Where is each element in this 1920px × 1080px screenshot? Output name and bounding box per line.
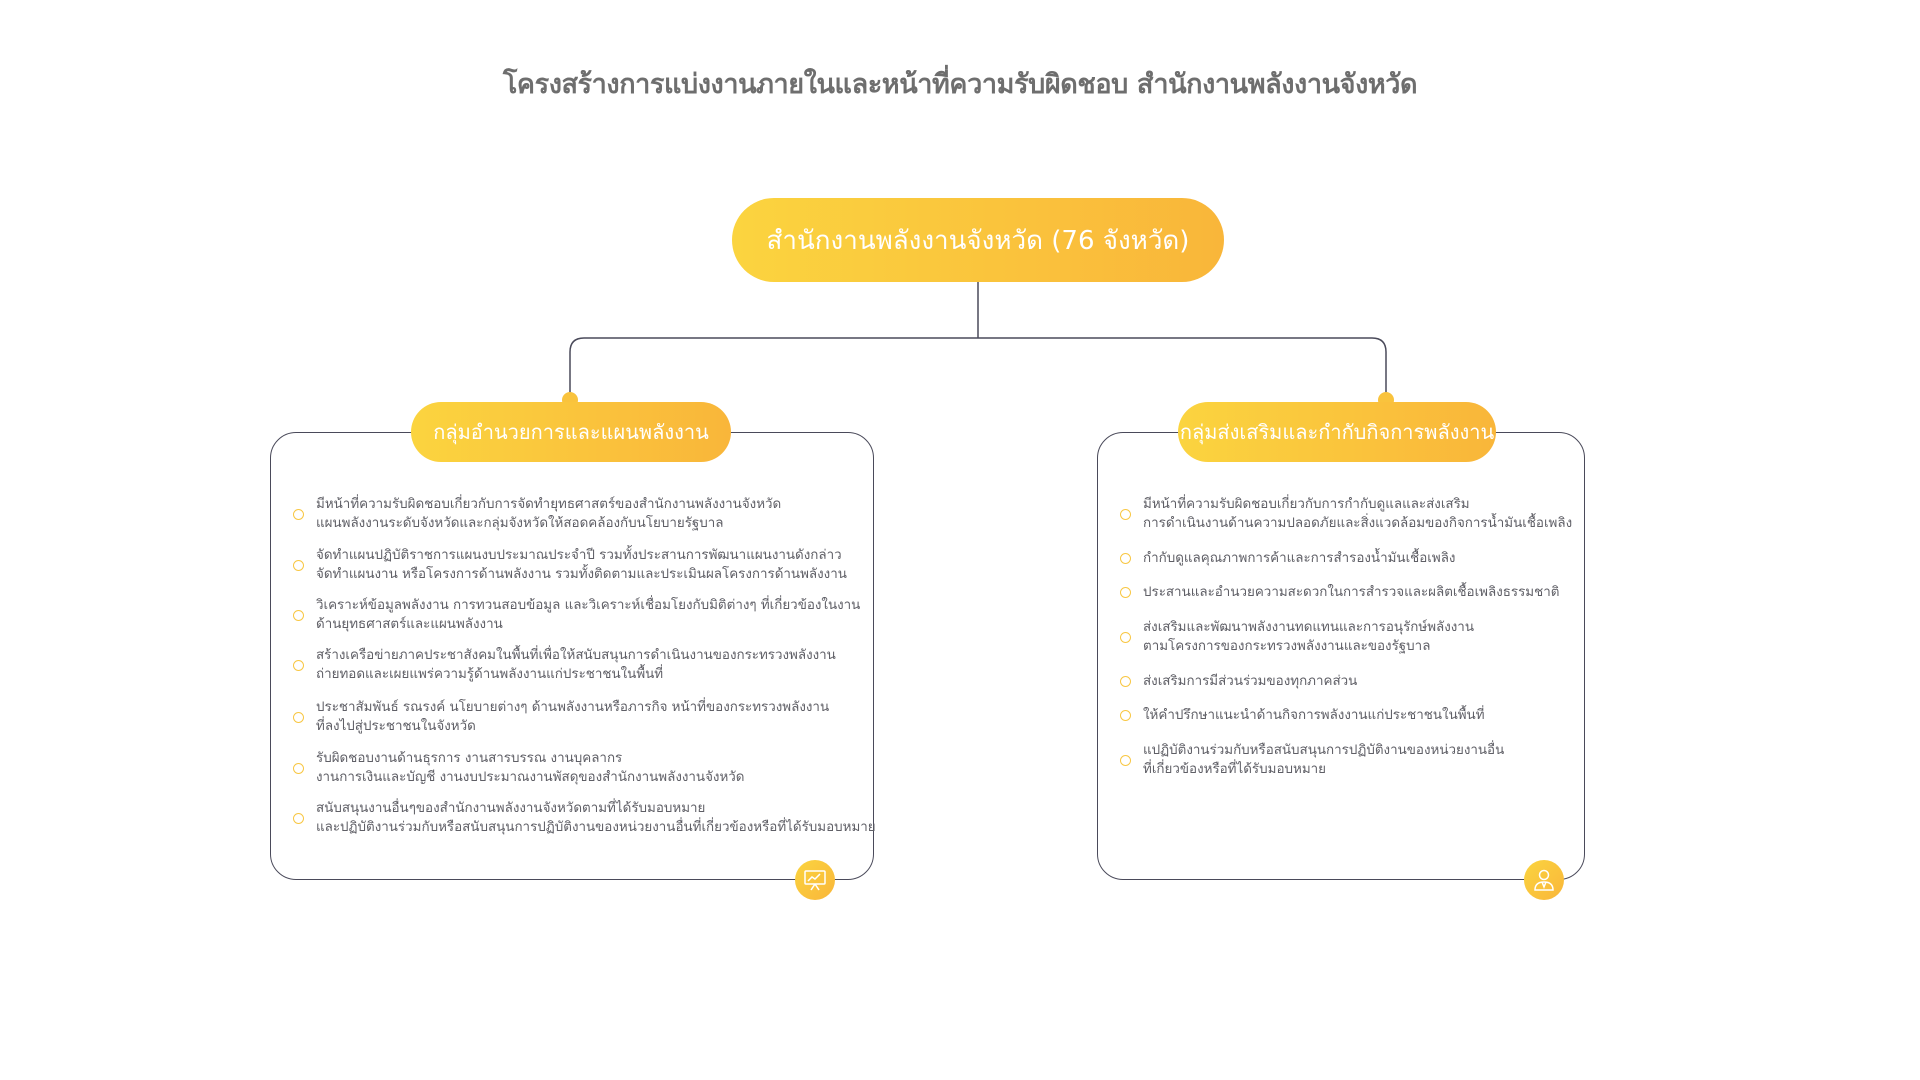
list-item: แปฏิบัติงานร่วมกับหรือสนับสนุนการปฏิบัติ… bbox=[1120, 741, 1504, 779]
list-item: กำกับดูแลคุณภาพการค้าและการสำรองน้ำมันเช… bbox=[1120, 549, 1455, 568]
list-item: ส่งเสริมการมีส่วนร่วมของทุกภาคส่วน bbox=[1120, 672, 1357, 691]
group-card-admin-planning: มีหน้าที่ความรับผิดชอบเกี่ยวกับการจัดทำย… bbox=[270, 432, 876, 880]
bullet-icon bbox=[1120, 553, 1131, 564]
item-line: มีหน้าที่ความรับผิดชอบเกี่ยวกับการกำกับด… bbox=[1143, 497, 1470, 512]
item-line: ส่งเสริมการมีส่วนร่วมของทุกภาคส่วน bbox=[1143, 674, 1358, 689]
item-line: ที่เกี่ยวข้องหรือที่ได้รับมอบหมาย bbox=[1143, 762, 1327, 777]
presentation-board-icon bbox=[795, 860, 835, 900]
bullet-icon bbox=[293, 762, 304, 774]
list-item: มีหน้าที่ความรับผิดชอบเกี่ยวกับการกำกับด… bbox=[1120, 495, 1572, 533]
list-item: วิเคราะห์ข้อมูลพลังงาน การทวนสอบข้อมูล แ… bbox=[293, 596, 860, 634]
item-line: ตามโครงการของกระทรวงพลังงานและของรัฐบาล bbox=[1143, 639, 1431, 654]
item-line: แผนพลังงานระดับจังหวัดและกลุ่มจังหวัดให้… bbox=[316, 516, 724, 531]
item-line: งานการเงินและบัญชี งานงบประมาณงานพัสดุขอ… bbox=[316, 770, 745, 785]
list-item: รับผิดชอบงานด้านธุรการ งานสารบรรณ งานบุค… bbox=[293, 749, 745, 787]
item-line: กำกับดูแลคุณภาพการค้าและการสำรองน้ำมันเช… bbox=[1143, 551, 1456, 566]
item-line: ให้คำปรึกษาแนะนำด้านกิจการพลังงานแก่ประช… bbox=[1143, 708, 1485, 723]
bullet-icon bbox=[1120, 631, 1131, 643]
group-header-label: กลุ่มอำนวยการและแผนพลังงาน bbox=[433, 420, 709, 444]
root-to-groups-connector bbox=[569, 282, 1387, 400]
item-line: ประชาสัมพันธ์ รณรงค์ นโยบายต่างๆ ด้านพลั… bbox=[316, 700, 830, 715]
group-card-promotion-regulation: มีหน้าที่ความรับผิดชอบเกี่ยวกับการกำกับด… bbox=[1097, 432, 1585, 880]
bullet-icon bbox=[1120, 754, 1131, 766]
bullet-icon bbox=[293, 711, 304, 723]
item-line: ส่งเสริมและพัฒนาพลังงานทดแทนและการอนุรัก… bbox=[1143, 620, 1474, 635]
bullet-icon bbox=[293, 812, 304, 824]
group-header-promotion-regulation: กลุ่มส่งเสริมและกำกับกิจการพลังงาน bbox=[1178, 402, 1496, 462]
item-line: ประสานและอำนวยความสะดวกในการสำรวจและผลิต… bbox=[1143, 585, 1560, 600]
item-line: รับผิดชอบงานด้านธุรการ งานสารบรรณ งานบุค… bbox=[316, 751, 623, 766]
group-header-admin-planning: กลุ่มอำนวยการและแผนพลังงาน bbox=[411, 402, 731, 462]
list-item: สร้างเครือข่ายภาคประชาสังคมในพื้นที่เพื่… bbox=[293, 646, 836, 684]
root-node: สำนักงานพลังงานจังหวัด (76 จังหวัด) bbox=[732, 198, 1224, 282]
item-line: มีหน้าที่ความรับผิดชอบเกี่ยวกับการจัดทำย… bbox=[316, 497, 782, 512]
bullet-icon bbox=[1120, 710, 1131, 721]
item-line: ที่ลงไปสู่ประชาชนในจังหวัด bbox=[316, 719, 476, 734]
bullet-icon bbox=[293, 508, 304, 520]
item-line: วิเคราะห์ข้อมูลพลังงาน การทวนสอบข้อมูล แ… bbox=[316, 598, 861, 613]
group-header-label: กลุ่มส่งเสริมและกำกับกิจการพลังงาน bbox=[1179, 420, 1495, 444]
item-line: ถ่ายทอดและเผยแพร่ความรู้ด้านพลังงานแก่ปร… bbox=[316, 667, 664, 682]
bullet-icon bbox=[293, 609, 304, 621]
item-line: สนับสนุนงานอื่นๆของสำนักงานพลังงานจังหวั… bbox=[316, 801, 706, 816]
list-item: ประชาสัมพันธ์ รณรงค์ นโยบายต่างๆ ด้านพลั… bbox=[293, 698, 829, 736]
bullet-icon bbox=[1120, 587, 1131, 598]
list-item: ให้คำปรึกษาแนะนำด้านกิจการพลังงานแก่ประช… bbox=[1120, 706, 1485, 725]
item-line: แปฏิบัติงานร่วมกับหรือสนับสนุนการปฏิบัติ… bbox=[1143, 743, 1505, 758]
list-item: ประสานและอำนวยความสะดวกในการสำรวจและผลิต… bbox=[1120, 583, 1559, 602]
root-node-label: สำนักงานพลังงานจังหวัด (76 จังหวัด) bbox=[766, 225, 1190, 256]
item-line: ด้านยุทธศาสตร์และแผนพลังงาน bbox=[316, 617, 503, 632]
item-line: สร้างเครือข่ายภาคประชาสังคมในพื้นที่เพื่… bbox=[316, 648, 836, 663]
page-title: โครงสร้างการแบ่งงานภายในและหน้าที่ความรั… bbox=[502, 69, 1418, 100]
list-item: ส่งเสริมและพัฒนาพลังงานทดแทนและการอนุรัก… bbox=[1120, 618, 1474, 656]
bullet-icon bbox=[1120, 508, 1131, 520]
item-line: และปฏิบัติงานร่วมกับหรือสนับสนุนการปฏิบั… bbox=[316, 820, 876, 835]
list-item: สนับสนุนงานอื่นๆของสำนักงานพลังงานจังหวั… bbox=[293, 799, 876, 837]
list-item: จัดทำแผนปฏิบัติราชการแผนงบประมาณประจำปี … bbox=[293, 546, 847, 584]
item-line: การดำเนินงานด้านความปลอดภัยและสิ่งแวดล้อ… bbox=[1143, 516, 1573, 531]
bullet-icon bbox=[1120, 676, 1131, 687]
item-line: จัดทำแผนปฏิบัติราชการแผนงบประมาณประจำปี … bbox=[316, 548, 842, 563]
list-item: มีหน้าที่ความรับผิดชอบเกี่ยวกับการจัดทำย… bbox=[293, 495, 781, 533]
bullet-icon bbox=[293, 559, 304, 571]
person-tie-icon bbox=[1524, 860, 1564, 900]
bullet-icon bbox=[293, 659, 304, 671]
item-line: จัดทำแผนงาน หรือโครงการด้านพลังงาน รวมทั… bbox=[316, 567, 847, 582]
